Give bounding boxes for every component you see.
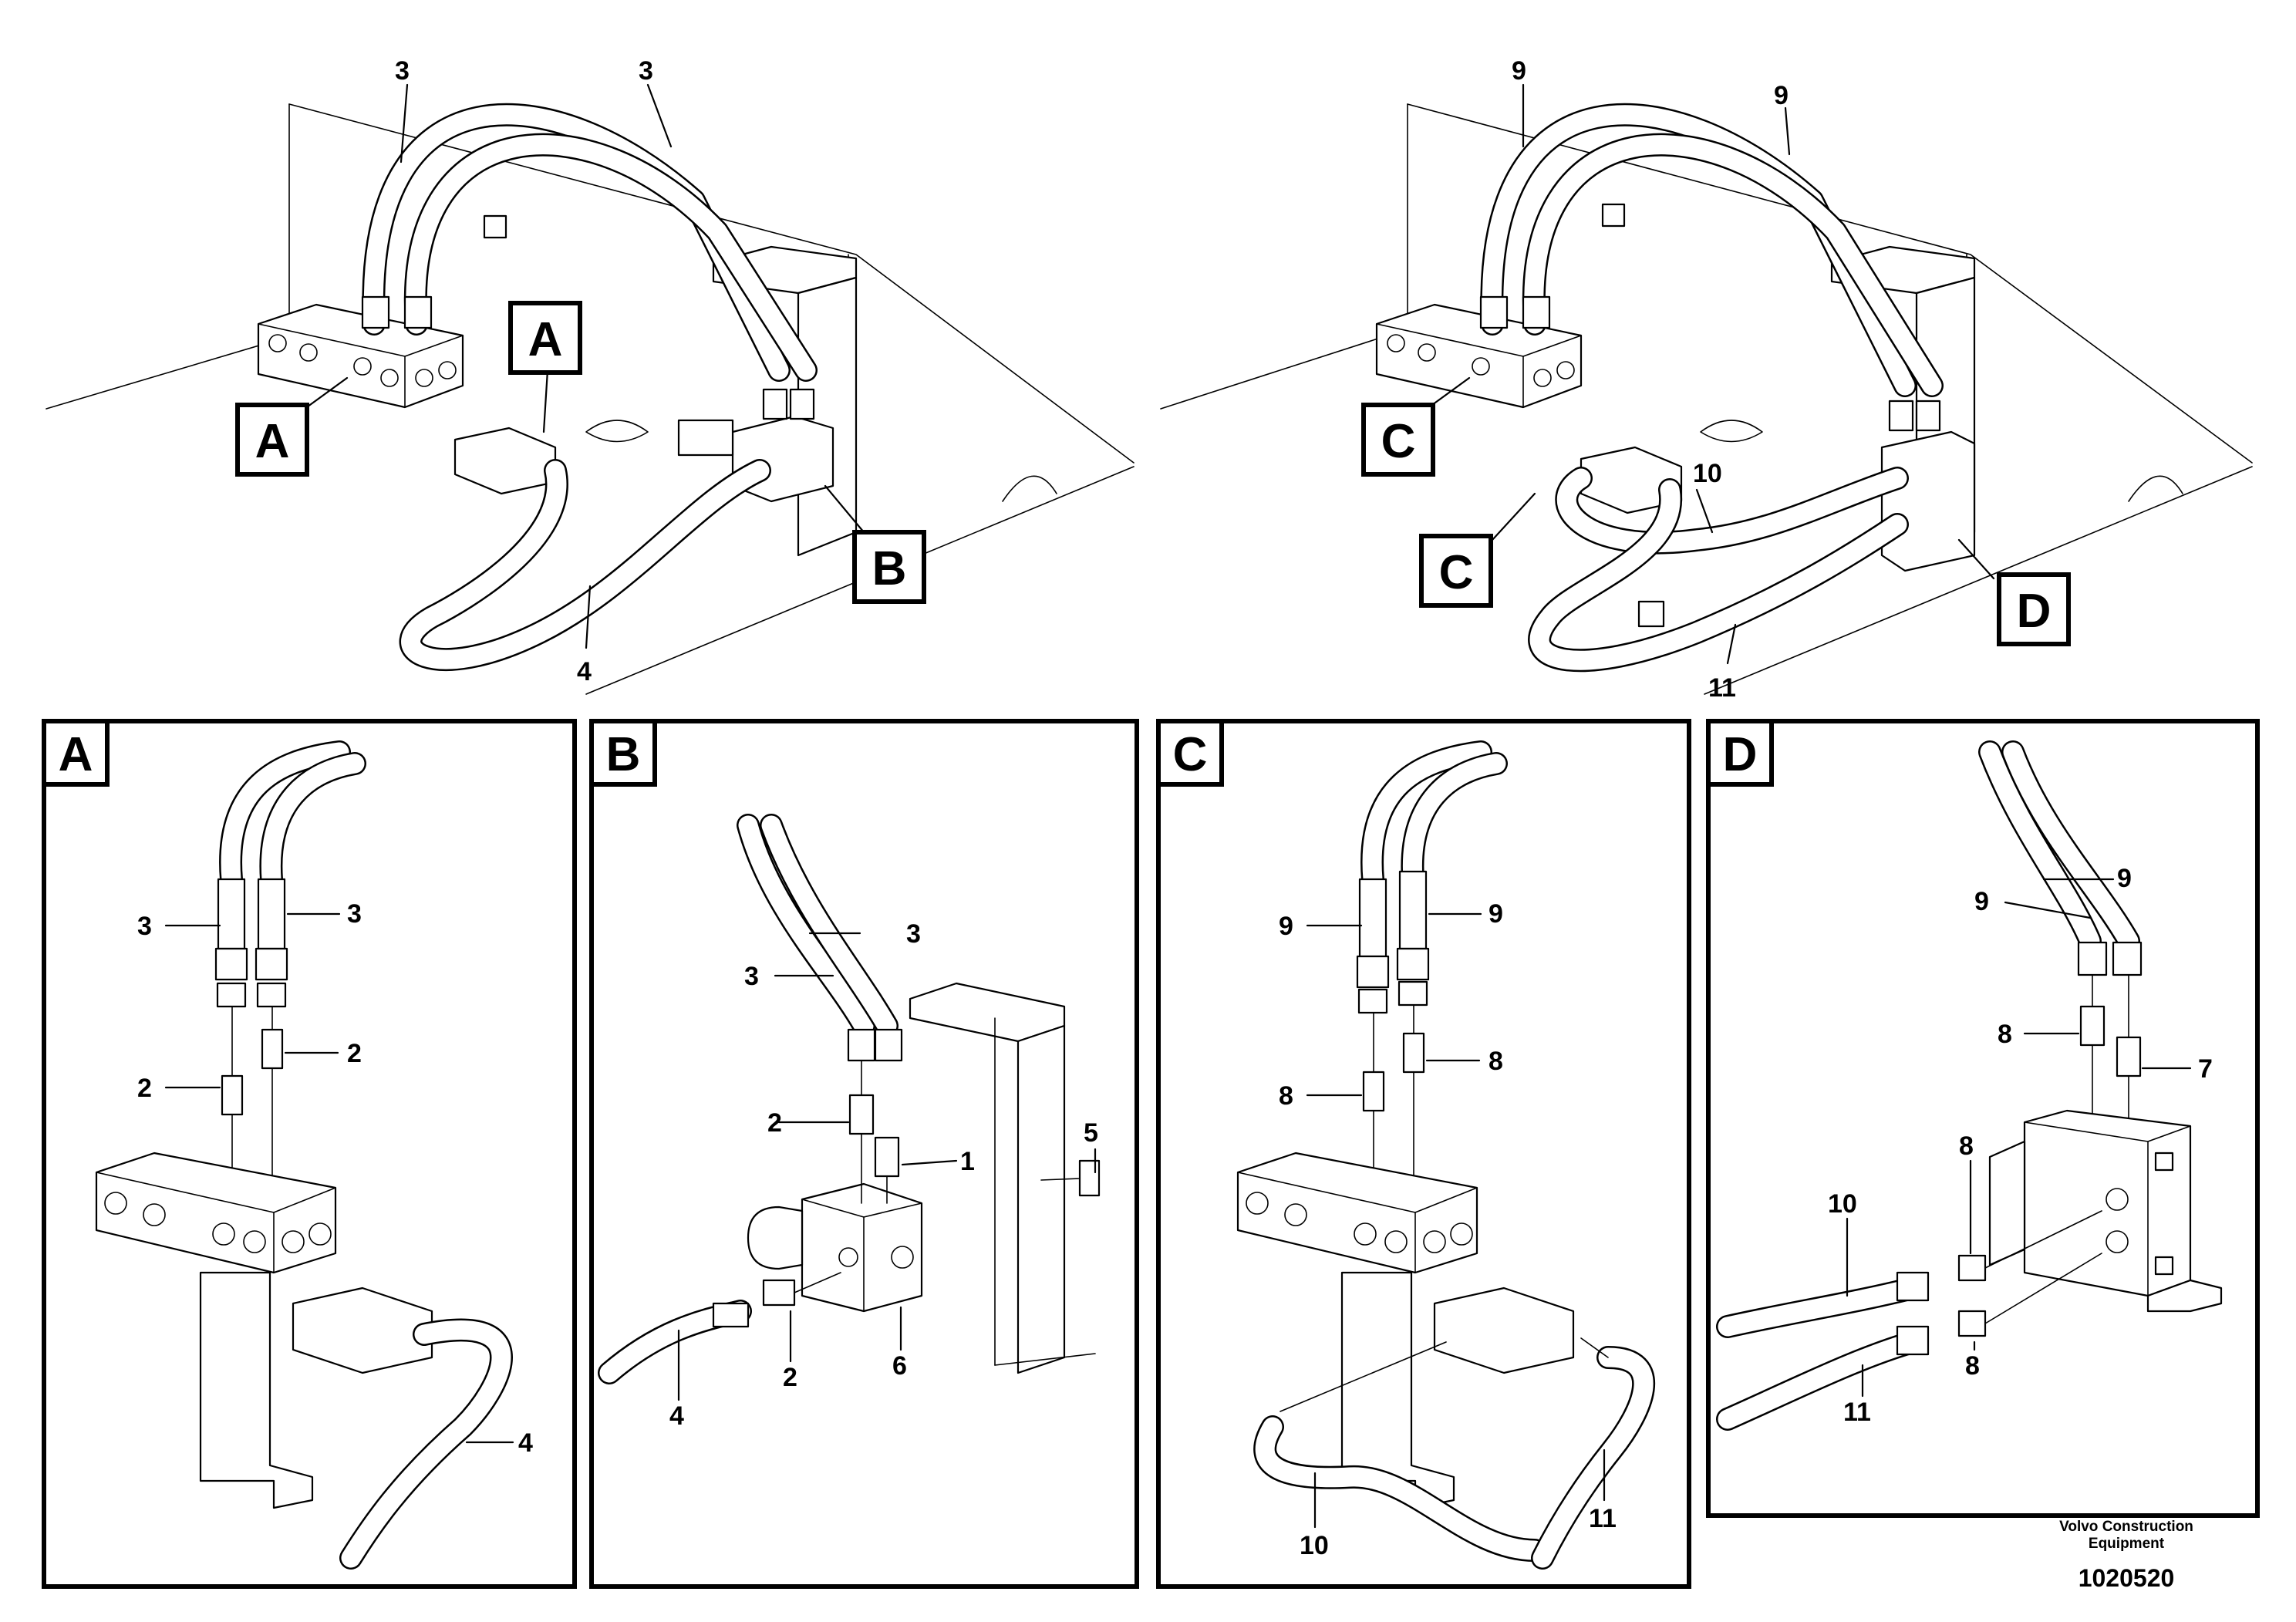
callout-11: 11 [1589,1504,1617,1533]
callout-6: 6 [892,1351,907,1381]
ref-box-c: C [1361,403,1435,477]
detail-panel-c: C 9 9 8 [1156,719,1691,1589]
overview-left: 3 3 4 A A B [46,56,1135,695]
callout-10: 10 [1828,1189,1857,1219]
callout-10: 10 [1693,459,1722,488]
ref-box-d: D [1997,572,2071,646]
ref-letter: D [2017,585,2052,638]
brand-line-2: Equipment [2089,1536,2165,1552]
callout-2: 2 [767,1108,782,1138]
callout-8: 8 [1279,1081,1293,1111]
ref-letter: C [1381,415,1416,468]
ref-box-c: C [1419,534,1493,608]
panel-letter: B [606,728,641,781]
callout-11: 11 [1708,673,1736,703]
panel-letter: A [59,728,93,781]
ref-letter: B [872,542,907,595]
callout-11: 11 [1843,1398,1871,1427]
ref-letter: A [255,415,290,468]
callout-3: 3 [744,962,759,991]
ref-box-a: A [508,301,582,375]
footer: Volvo Construction Equipment 1020520 [2059,1519,2193,1592]
callout-9: 9 [1974,887,1989,916]
callout-8: 8 [1959,1131,1974,1161]
ref-box-a: A [235,403,309,477]
callout-7: 7 [2198,1054,2213,1084]
ref-box-b: B [852,530,926,604]
panel-letter: D [1723,728,1758,781]
ref-letter: C [1439,546,1474,599]
callout-3: 3 [347,899,362,929]
callout-4: 4 [577,657,592,686]
callout-4: 4 [669,1401,684,1431]
brand-line-1: Volvo Construction [2059,1519,2193,1535]
callout-1: 1 [960,1147,975,1176]
callout-9: 9 [1512,56,1526,86]
detail-panel-a: A 3 3 2 2 4 [42,719,577,1589]
callout-9: 9 [1489,899,1503,929]
callout-9: 9 [2117,864,2132,893]
callout-3: 3 [906,919,921,949]
callout-10: 10 [1300,1531,1329,1560]
callout-2: 2 [137,1074,152,1103]
callout-8: 8 [1998,1020,2012,1049]
callout-3: 3 [395,56,410,86]
callout-2: 2 [783,1363,797,1392]
callout-9: 9 [1279,912,1293,941]
panel-letter: C [1173,728,1208,781]
detail-panel-d: D [1706,719,2260,1518]
callout-4: 4 [518,1428,533,1458]
callout-8: 8 [1965,1351,1980,1381]
callout-3: 3 [639,56,653,86]
ref-letter: A [528,313,563,366]
overview-right: 9 9 10 11 C C D [1160,56,2253,703]
callout-3: 3 [137,912,152,941]
callout-5: 5 [1084,1118,1098,1148]
callout-9: 9 [1774,81,1789,110]
callout-2: 2 [347,1039,362,1068]
document-number: 1020520 [2079,1564,2175,1592]
callout-8: 8 [1489,1047,1503,1076]
detail-panel-b: B 3 3 5 [589,719,1139,1589]
